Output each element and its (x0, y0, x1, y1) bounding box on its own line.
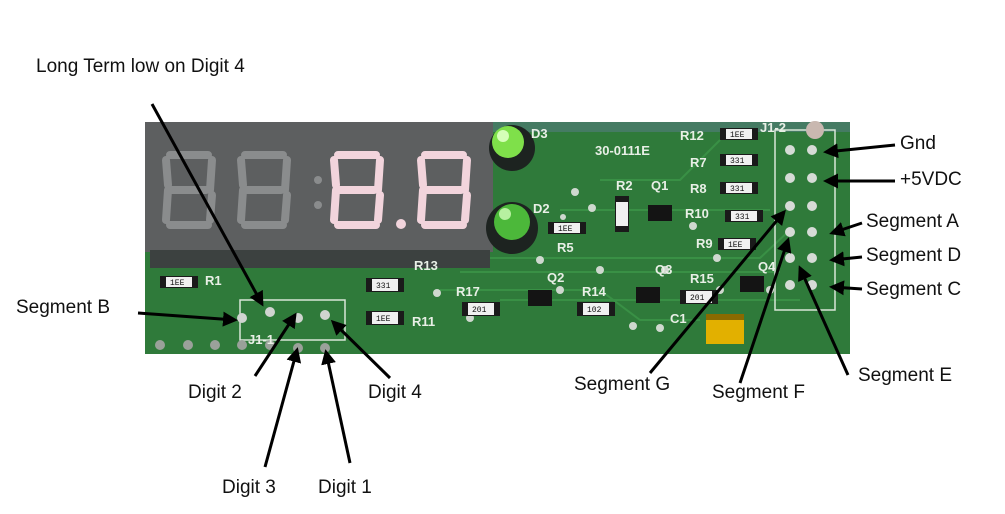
seven-segment-display (145, 122, 493, 268)
label-5vdc: +5VDC (900, 169, 962, 190)
svg-text:R8: R8 (690, 181, 707, 196)
svg-text:R12: R12 (680, 128, 704, 143)
svg-text:1EE: 1EE (730, 131, 745, 140)
svg-text:201: 201 (690, 294, 705, 303)
label-long-term-low: Long Term low on Digit 4 (36, 56, 245, 77)
svg-text:R5: R5 (557, 240, 574, 255)
svg-text:1EE: 1EE (728, 241, 743, 250)
silkscreen-labels: 30-0111E J1-2 J1-1 D3 D2 Q1 Q2 Q3 Q4 R1 … (205, 120, 786, 347)
label-segment-b: Segment B (16, 297, 110, 318)
svg-text:R11: R11 (412, 314, 435, 329)
svg-text:D3: D3 (531, 126, 548, 141)
svg-text:R9: R9 (696, 236, 713, 251)
svg-text:Q4: Q4 (758, 259, 776, 274)
label-digit-3: Digit 3 (222, 477, 276, 498)
svg-text:C1: C1 (670, 311, 687, 326)
svg-text:R10: R10 (685, 206, 709, 221)
label-segment-g: Segment G (574, 374, 671, 395)
svg-text:R13: R13 (414, 258, 438, 273)
svg-text:331: 331 (730, 157, 745, 166)
transistors (528, 205, 764, 306)
svg-text:J1-1: J1-1 (248, 332, 274, 347)
label-segment-f: Segment F (712, 382, 805, 403)
label-digit-2: Digit 2 (188, 382, 242, 403)
svg-text:1EE: 1EE (376, 315, 391, 324)
svg-text:331: 331 (735, 213, 750, 222)
annotation-arrows (137, 103, 896, 468)
label-segment-d: Segment D (866, 245, 962, 266)
label-segment-e: Segment E (858, 365, 952, 386)
svg-text:331: 331 (376, 282, 391, 291)
svg-text:1EE: 1EE (558, 225, 573, 234)
svg-text:R2: R2 (616, 178, 633, 193)
svg-text:R7: R7 (690, 155, 707, 170)
label-segment-c: Segment C (866, 279, 962, 300)
svg-text:1EE: 1EE (170, 279, 185, 288)
label-digit-4: Digit 4 (368, 382, 422, 403)
svg-text:102: 102 (587, 306, 602, 315)
label-segment-a: Segment A (866, 211, 959, 232)
svg-text:Q2: Q2 (547, 270, 564, 285)
svg-text:Q3: Q3 (655, 262, 672, 277)
led-d3 (489, 125, 535, 171)
label-digit-1: Digit 1 (318, 477, 372, 498)
svg-text:D2: D2 (533, 201, 550, 216)
svg-text:R14: R14 (582, 284, 607, 299)
svg-text:R1: R1 (205, 273, 222, 288)
label-gnd: Gnd (900, 133, 936, 154)
svg-text:201: 201 (472, 306, 487, 315)
svg-text:Q1: Q1 (651, 178, 668, 193)
svg-text:R15: R15 (690, 271, 714, 286)
led-d2 (486, 202, 538, 254)
svg-text:R17: R17 (456, 284, 480, 299)
svg-text:J1-2: J1-2 (760, 120, 786, 135)
svg-text:331: 331 (730, 185, 745, 194)
svg-text:30-0111E: 30-0111E (595, 143, 650, 158)
capacitor-c1 (706, 314, 744, 344)
